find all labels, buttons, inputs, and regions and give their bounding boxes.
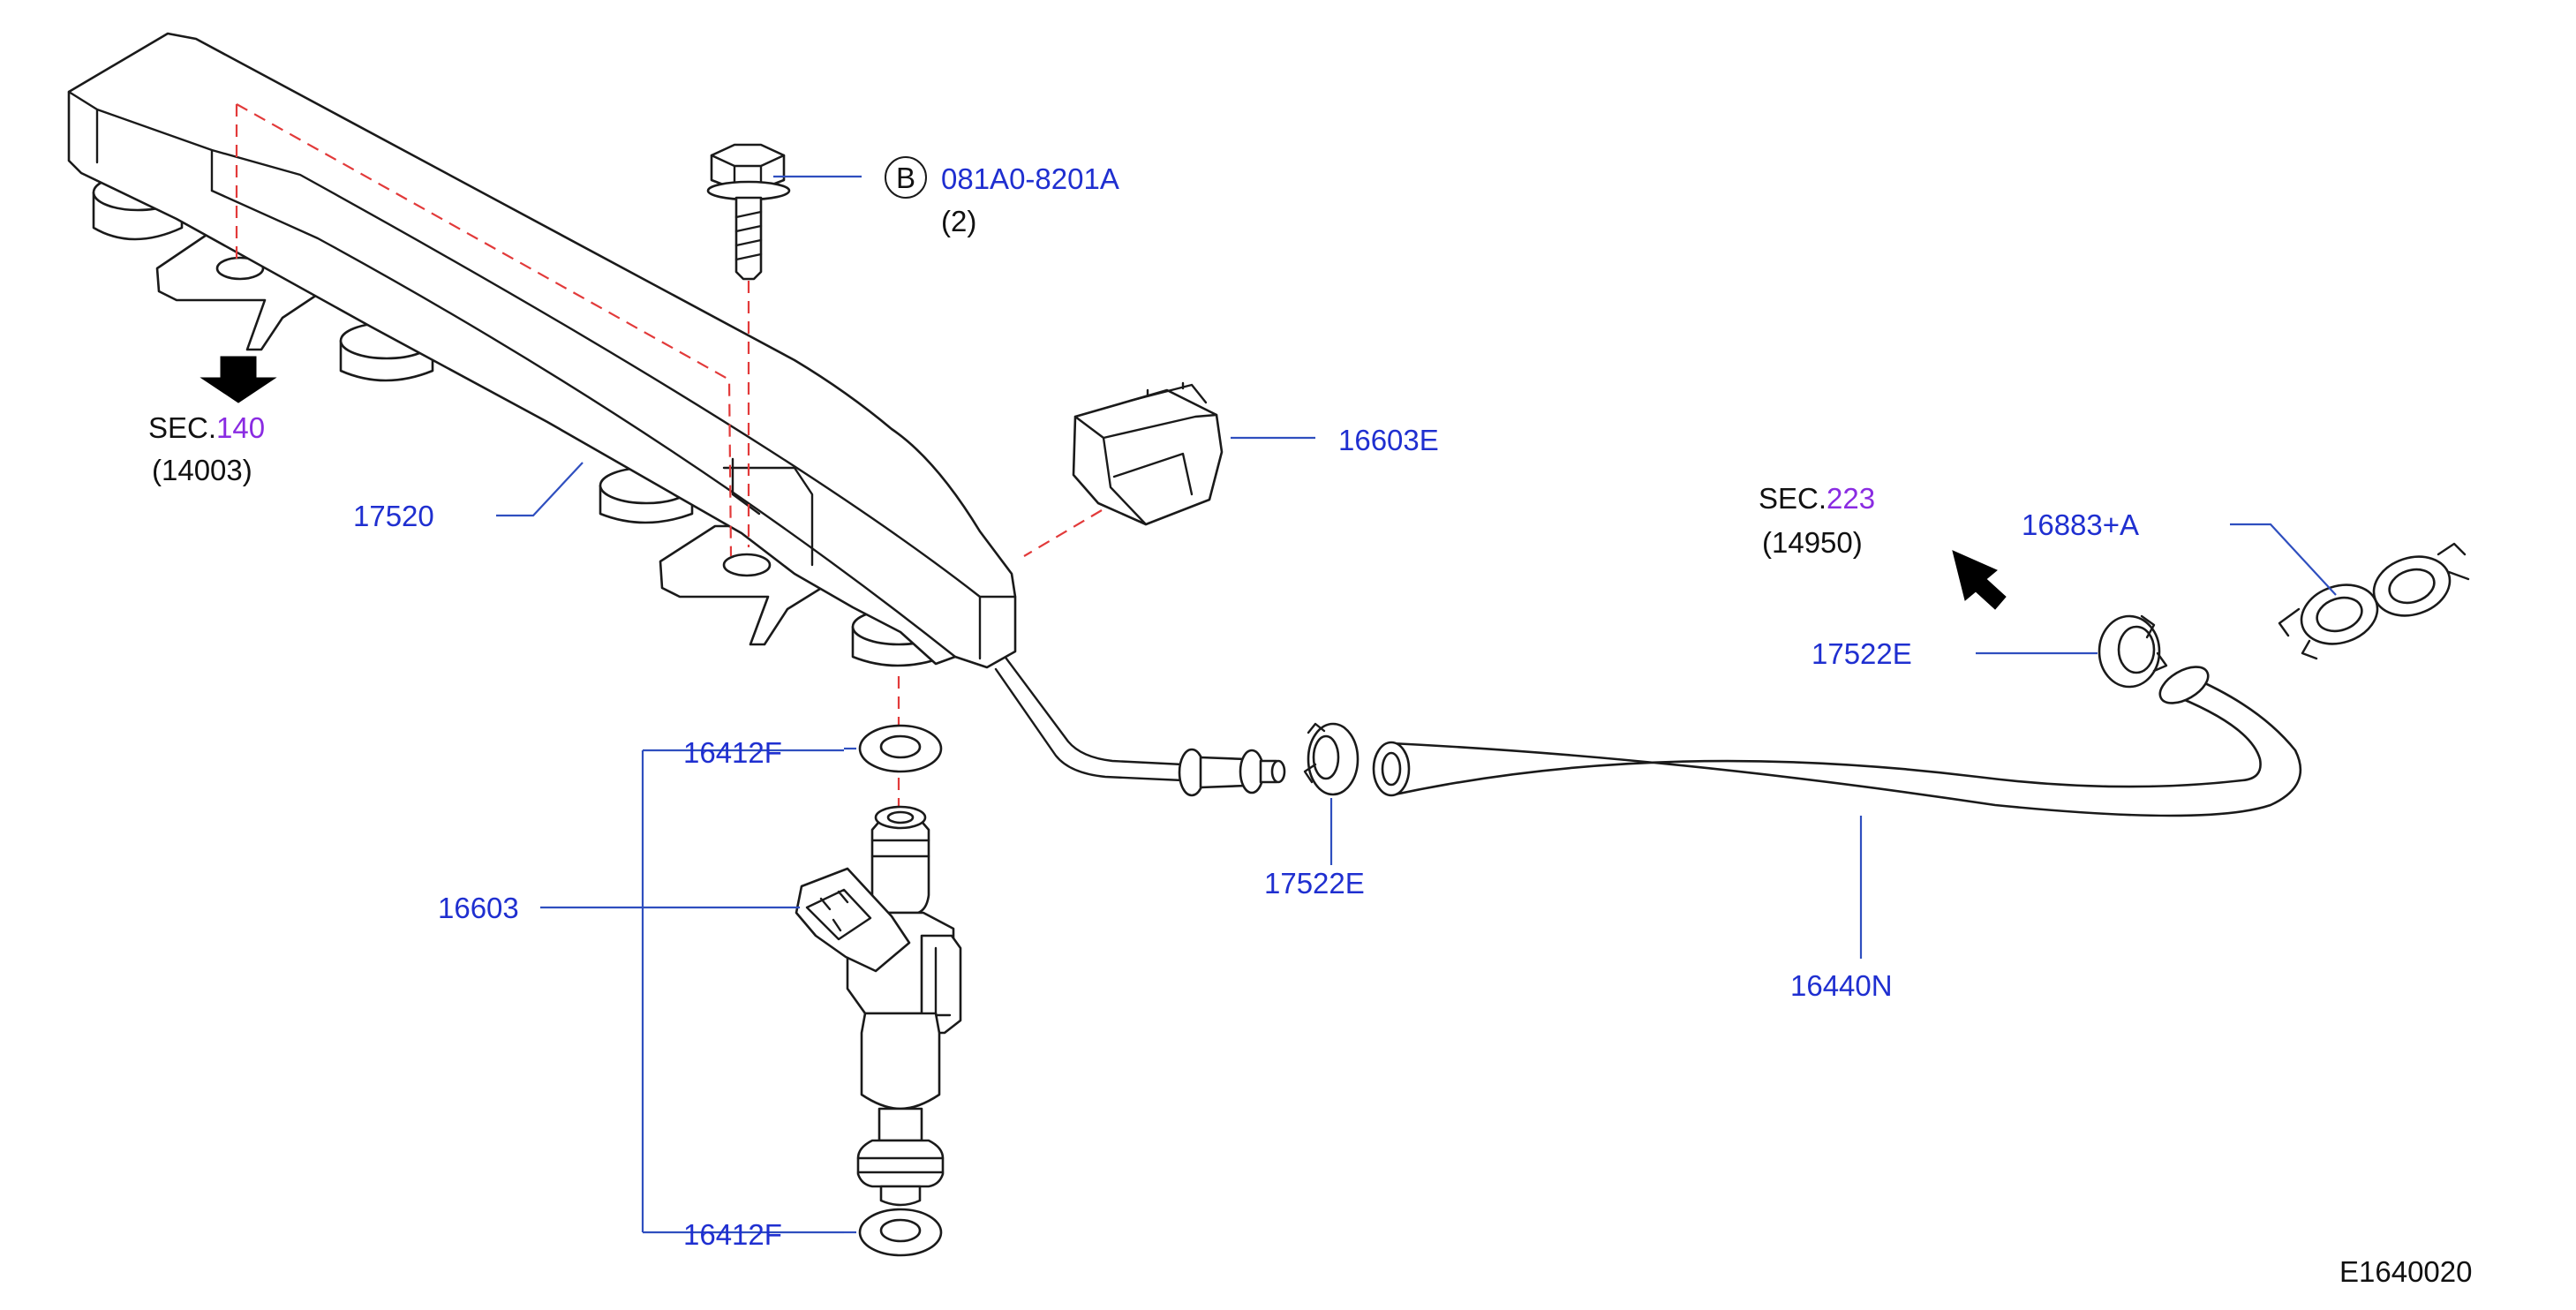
leader-lines [496, 175, 2337, 1234]
label-clip: 16883+A [2022, 508, 2139, 541]
fuel-injector-part [795, 805, 962, 1207]
guide-rail-outline [235, 103, 733, 557]
sec-140-arrow-icon [200, 356, 277, 403]
label-bolt-qty: (2) [941, 205, 976, 237]
bolt [706, 143, 791, 281]
hose-clamp-far-part [2098, 614, 2168, 689]
leader-o-ring-bracket [641, 749, 844, 1234]
label-clamp-near: 17522E [1264, 867, 1365, 900]
o-ring-lower-part [858, 1208, 943, 1257]
bolt-callout-circle [885, 156, 927, 199]
rail-top-edge [67, 90, 1017, 599]
rail-flange-line [722, 457, 814, 567]
bracket-left-hole [215, 256, 265, 281]
fuel-rail-assembly [67, 32, 1286, 797]
bolt-callout-letter: B [896, 162, 915, 194]
label-injector-connector: 16603E [1338, 424, 1439, 456]
label-sec-140: SEC.140 [148, 411, 265, 444]
label-sec-223-ref: (14950) [1762, 526, 1863, 559]
rail-feed-pipe-lower [994, 667, 1185, 782]
label-o-ring-upper: 16412F [683, 736, 782, 769]
label-sec-140-ref: (14003) [152, 454, 252, 486]
o-ring-upper-part [858, 724, 943, 773]
sec-223-arrow-icon [1952, 550, 2007, 610]
rail-front-face [210, 189, 982, 660]
label-clamp-far: 17522E [1811, 637, 1912, 670]
guide-connector [1023, 509, 1103, 557]
fuel-hose-part [1372, 666, 2302, 817]
label-diagram-id: E1640020 [2339, 1255, 2472, 1288]
label-fuel-rail: 17520 [353, 500, 434, 532]
injector-connector-part [1072, 381, 1224, 526]
dashed-guides [235, 103, 1103, 830]
part-labels: 081A0-8201A (2) SEC.140 (14003) 17520 16… [148, 162, 2472, 1288]
fuel-rail-body [67, 32, 1017, 669]
label-injector: 16603 [438, 892, 519, 924]
leader-fuel-rail [496, 462, 584, 517]
bracket-right-hole [722, 553, 772, 577]
pipe-tip-end [1270, 759, 1286, 784]
label-hose: 16440N [1790, 969, 1893, 1002]
hose-clamp-near-part [1303, 722, 1360, 796]
label-sec-223: SEC.223 [1759, 482, 1875, 515]
leader-clip [2230, 523, 2337, 596]
clip-part [2278, 542, 2470, 660]
label-bolt-part: 081A0-8201A [941, 162, 1119, 195]
label-o-ring-lower: 16412F [683, 1218, 782, 1251]
rail-feed-pipe [994, 643, 1185, 766]
rail-injector-cups [92, 173, 946, 667]
